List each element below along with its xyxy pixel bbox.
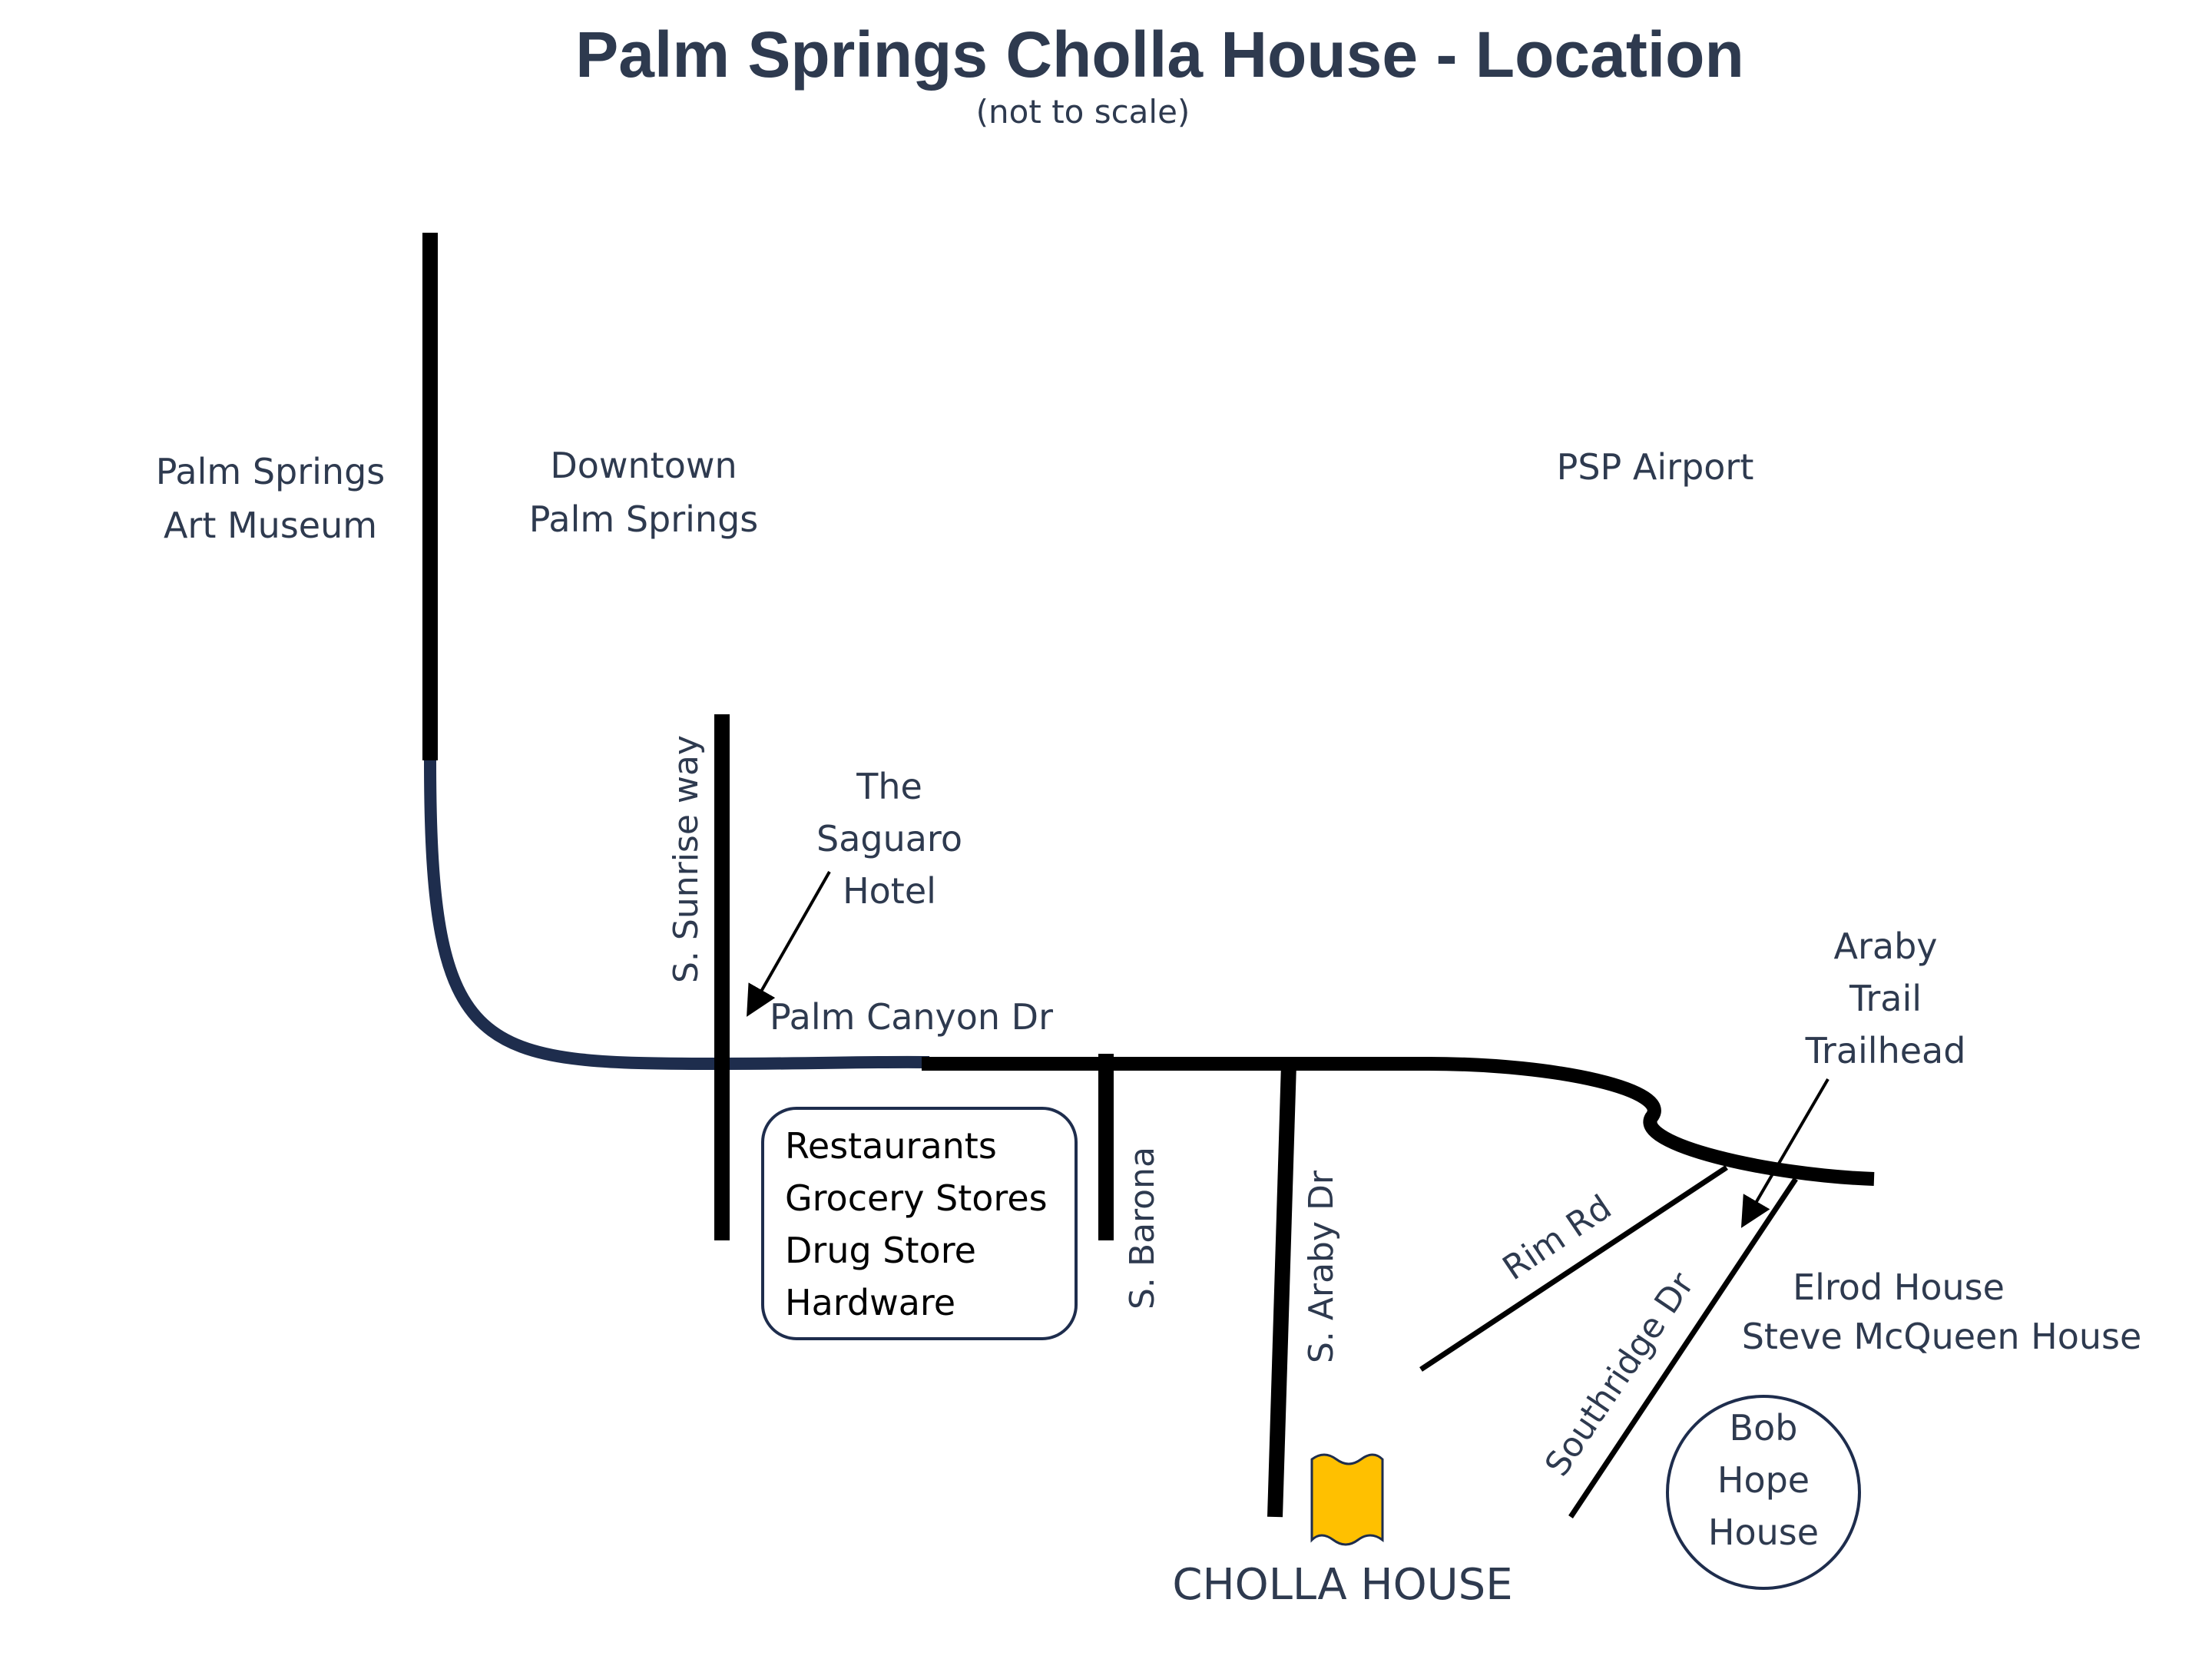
- label-cholla-house: CHOLLA HOUSE: [1172, 1560, 1512, 1610]
- label-bob-hope-house: Bob Hope House: [1708, 1407, 1819, 1553]
- amenities-list: Restaurants Grocery Stores Drug Store Ha…: [785, 1125, 1048, 1323]
- svg-text:Hardware: Hardware: [785, 1282, 955, 1323]
- label-art-museum: Palm Springs Art Museum: [156, 451, 385, 546]
- amenities-box: [761, 1107, 1078, 1340]
- label-s-barona: S. Barona: [1123, 1147, 1162, 1310]
- map-subtitle: (not to scale): [976, 93, 1190, 131]
- svg-text:Trail: Trail: [1849, 978, 1922, 1019]
- svg-text:Palm Springs: Palm Springs: [529, 498, 758, 540]
- svg-text:Restaurants: Restaurants: [785, 1125, 997, 1167]
- road-southridge-dr: [1568, 1177, 1798, 1518]
- map-title: Palm Springs Cholla House - Location: [575, 18, 1744, 91]
- svg-text:Downtown: Downtown: [550, 445, 737, 486]
- bob-hope-house-circle: [1666, 1395, 1861, 1590]
- svg-text:Saguaro: Saguaro: [816, 818, 962, 859]
- svg-text:The: The: [856, 766, 922, 807]
- arrow-araby-trail: [1740, 1078, 1830, 1228]
- svg-text:Bob: Bob: [1730, 1407, 1798, 1449]
- arrow-saguaro-hotel: [747, 871, 831, 1017]
- svg-text:Hope: Hope: [1717, 1459, 1810, 1501]
- label-palm-canyon-dr: Palm Canyon Dr: [770, 996, 1053, 1038]
- label-s-araby-dr: S. Araby Dr: [1302, 1170, 1341, 1363]
- cholla-house-marker: [1310, 1453, 1384, 1546]
- road-palm-canyon-dr: [922, 1057, 1875, 1186]
- svg-text:Palm Springs: Palm Springs: [156, 451, 385, 492]
- label-rim-rd: Rim Rd: [1496, 1187, 1619, 1288]
- label-elrod-mcqueen: Elrod House Steve McQueen House: [1742, 1267, 2142, 1357]
- road-s-araby-dr: [1267, 1063, 1296, 1518]
- svg-text:Art Museum: Art Museum: [164, 505, 377, 546]
- svg-text:Trailhead: Trailhead: [1805, 1030, 1966, 1071]
- road-palm-canyon-curve: [424, 760, 930, 1071]
- svg-text:Drug Store: Drug Store: [785, 1230, 976, 1271]
- label-downtown: Downtown Palm Springs: [529, 445, 758, 540]
- svg-text:Araby: Araby: [1834, 926, 1938, 967]
- road-rim-rd: [1419, 1165, 1728, 1372]
- svg-text:Grocery Stores: Grocery Stores: [785, 1177, 1048, 1219]
- svg-text:Steve McQueen House: Steve McQueen House: [1742, 1316, 2142, 1357]
- svg-text:House: House: [1708, 1512, 1819, 1553]
- label-s-sunrise-way: S. Sunrise way: [667, 735, 706, 983]
- label-psp-airport: PSP Airport: [1557, 446, 1754, 488]
- svg-text:Elrod House: Elrod House: [1793, 1267, 2005, 1308]
- label-saguaro-hotel: The Saguaro Hotel: [816, 766, 962, 912]
- label-araby-trail-trailhead: Araby Trail Trailhead: [1805, 926, 1966, 1071]
- svg-text:Hotel: Hotel: [843, 870, 936, 912]
